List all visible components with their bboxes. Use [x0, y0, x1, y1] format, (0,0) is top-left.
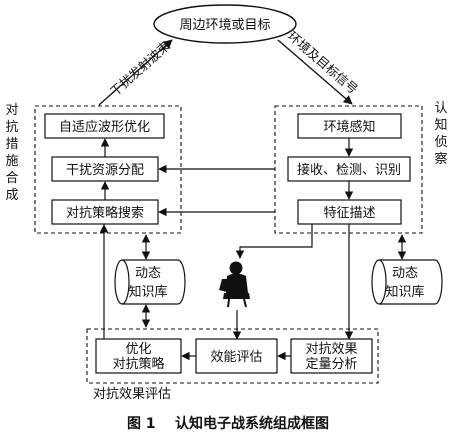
strategy-search-box: 对抗策略搜索 — [51, 199, 159, 225]
svg-text:环境感知: 环境感知 — [323, 119, 375, 135]
adaptive-waveform-box: 自适应波形优化 — [44, 113, 165, 139]
environment-node: 周边环境或目标 — [153, 4, 297, 44]
svg-text:自适应波形优化: 自适应波形优化 — [59, 119, 150, 135]
target-signal-label: 环境及目标信号 — [285, 28, 361, 97]
left-title-4: 施 — [5, 154, 18, 169]
knowledge-base-right: 动态 知识库 — [371, 259, 443, 305]
right-title-4: 察 — [434, 152, 447, 167]
efficiency-eval-box: 效能评估 — [195, 338, 278, 374]
operator-icon — [219, 261, 250, 308]
svg-text:优化: 优化 — [125, 342, 151, 357]
arrow-feature-to-operator — [235, 224, 313, 259]
jamming-beam-arrow — [98, 39, 173, 106]
left-title-5: 合 — [5, 171, 18, 186]
left-title-1: 对 — [5, 103, 18, 118]
quant-analysis-box: 对抗效果 定量分析 — [290, 338, 373, 374]
svg-text:干扰资源分配: 干扰资源分配 — [66, 163, 144, 178]
jamming-resource-box: 干扰资源分配 — [51, 156, 159, 182]
left-title-6: 成 — [5, 188, 18, 203]
target-signal-arrow — [277, 39, 353, 105]
receive-detect-box: 接收、检测、识别 — [287, 156, 411, 182]
svg-text:对抗策略: 对抗策略 — [112, 356, 164, 372]
environment-sensing-box: 环境感知 — [297, 113, 402, 139]
countermeasure-group — [34, 105, 182, 234]
feature-description-box: 特征描述 — [297, 199, 402, 225]
right-title-2: 知 — [434, 117, 447, 133]
svg-text:效能评估: 效能评估 — [210, 350, 262, 365]
left-title-2: 抗 — [5, 120, 18, 135]
right-title-3: 侦 — [434, 135, 447, 150]
svg-text:特征描述: 特征描述 — [323, 206, 375, 221]
svg-text:动态: 动态 — [392, 266, 418, 281]
bottom-group-title: 对抗效果评估 — [93, 387, 171, 402]
knowledge-base-left: 动态 知识库 — [114, 259, 186, 305]
svg-text:定量分析: 定量分析 — [305, 357, 357, 372]
svg-text:知识库: 知识库 — [385, 284, 424, 300]
optimize-strategy-box: 优化 对抗策略 — [95, 338, 182, 374]
evaluation-group — [86, 328, 379, 384]
svg-text:知识库: 知识库 — [128, 284, 167, 300]
svg-text:对抗效果: 对抗效果 — [305, 342, 357, 357]
figure-caption: 图 1 认知电子战系统组成框图 — [127, 415, 329, 432]
jamming-beam-label: 干扰发射波束 — [107, 38, 173, 99]
svg-text:动态: 动态 — [135, 266, 161, 281]
right-group-title: 认 知 侦 察 — [434, 101, 447, 167]
left-title-3: 措 — [5, 137, 18, 152]
svg-text:接收、检测、识别: 接收、检测、识别 — [297, 162, 401, 178]
right-title-1: 认 — [434, 101, 447, 116]
svg-text:对抗策略搜索: 对抗策略搜索 — [66, 205, 144, 221]
environment-label: 周边环境或目标 — [179, 18, 270, 33]
left-group-title: 对 抗 措 施 合 成 — [5, 103, 18, 203]
